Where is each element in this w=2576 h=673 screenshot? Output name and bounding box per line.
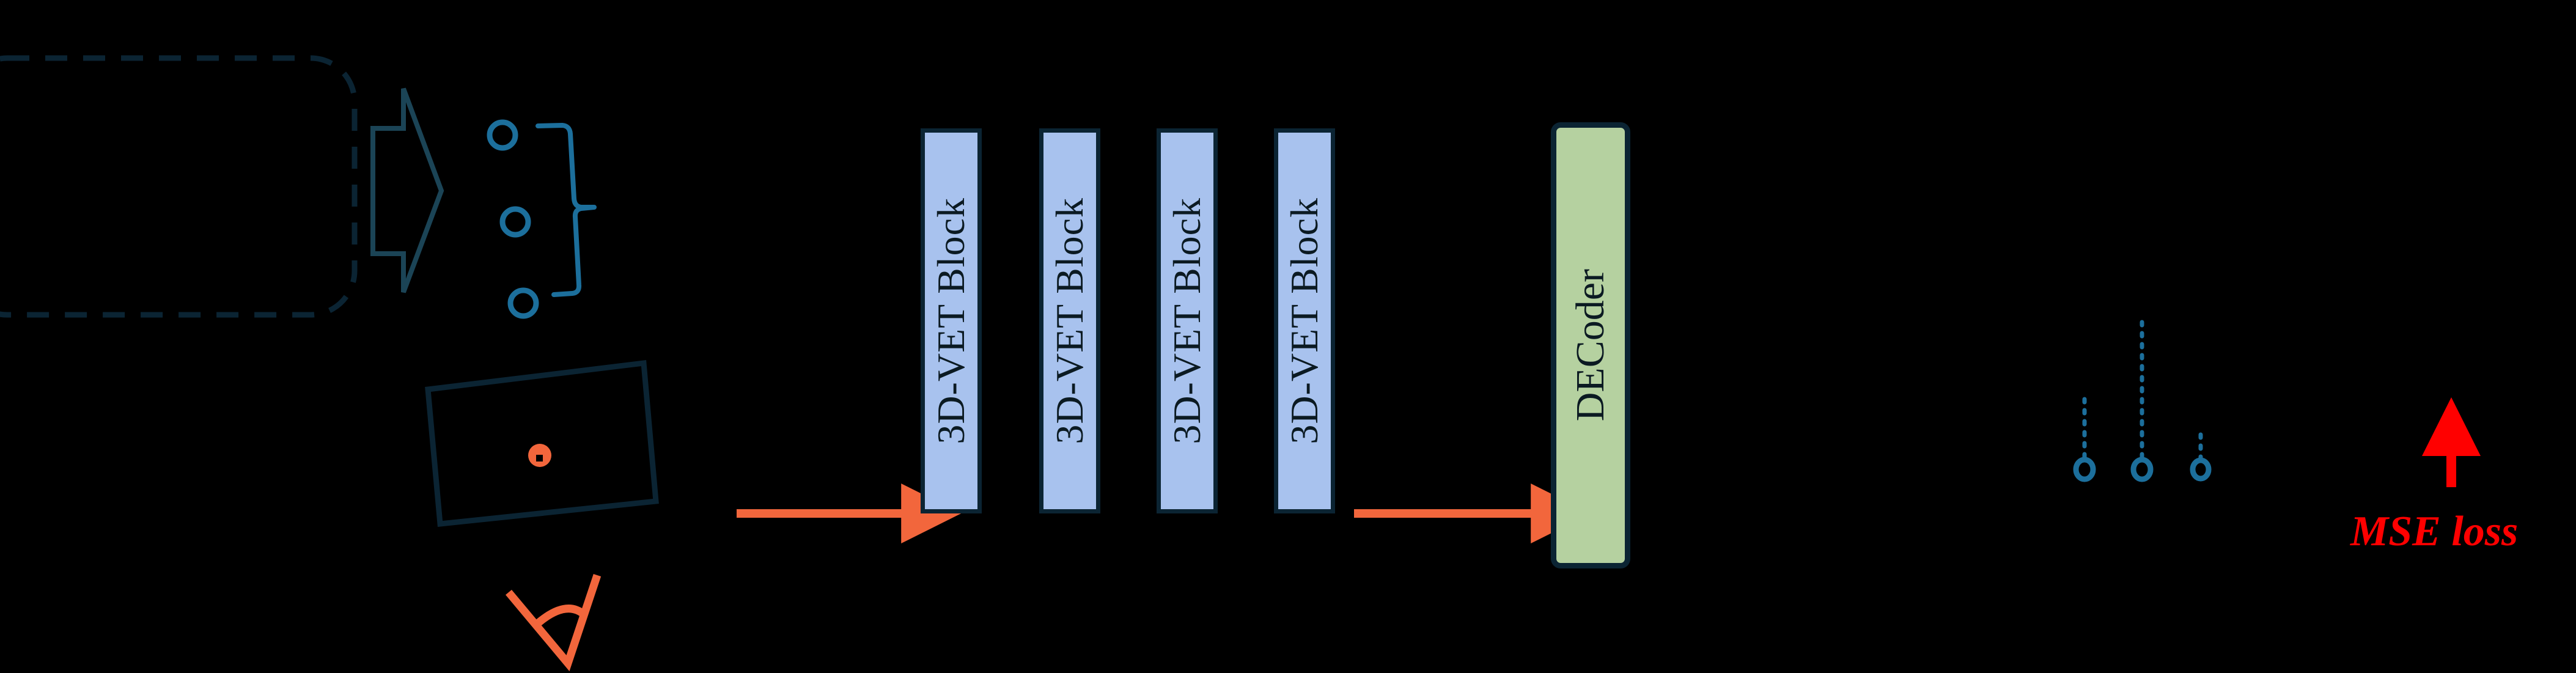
- transform-chevron-arrow: [370, 87, 444, 293]
- output-point-2: [2130, 457, 2154, 482]
- vet-block-3-label: 3D-VET Block: [1165, 197, 1209, 444]
- input-volume-placeholder: [0, 55, 358, 318]
- decoder-block-label: DECoder: [1568, 269, 1613, 422]
- output-point-3: [2190, 457, 2212, 482]
- camera-frustum-angle: [506, 573, 602, 672]
- right-curly-brace: [535, 123, 597, 297]
- token-circle-3: [507, 287, 539, 319]
- token-circle-1: [487, 119, 518, 151]
- vet-block-2-label: 3D-VET Block: [1048, 197, 1091, 444]
- output-point-1: [2073, 457, 2096, 482]
- projection-point-core: [536, 455, 543, 462]
- vet-block-1-label: 3D-VET Block: [929, 197, 973, 444]
- decoder-block[interactable]: DECoder: [1551, 122, 1630, 568]
- tilted-image-plane: [425, 359, 659, 527]
- camera-angle-arc: [532, 605, 588, 629]
- vet-block-3[interactable]: 3D-VET Block: [1157, 128, 1218, 513]
- vet-block-2[interactable]: 3D-VET Block: [1039, 128, 1100, 513]
- vet-block-1[interactable]: 3D-VET Block: [921, 128, 982, 513]
- token-circle-2: [499, 206, 531, 238]
- vet-block-4[interactable]: 3D-VET Block: [1274, 128, 1335, 513]
- vet-block-4-label: 3D-VET Block: [1282, 197, 1326, 444]
- mse-loss-label: MSE loss: [2350, 508, 2519, 555]
